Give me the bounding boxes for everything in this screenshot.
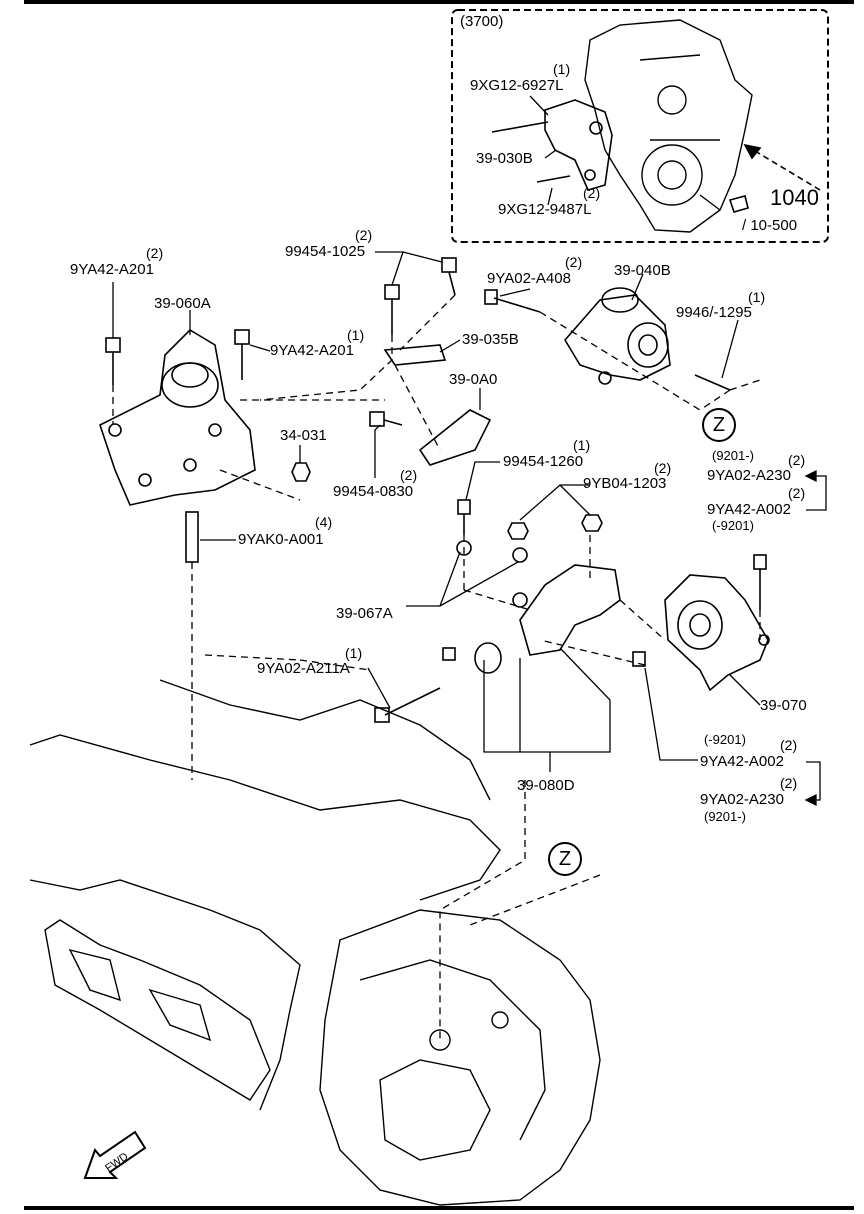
fwd-arrow-icon: FWD	[83, 1130, 147, 1179]
callout-label[interactable]: 9YB04-1203	[583, 475, 667, 492]
callout-label[interactable]: 99454-1025	[285, 243, 366, 260]
callout-qty: (1)	[347, 327, 365, 343]
marker-z-lower: Z	[548, 842, 582, 876]
callout-qty: (4)	[315, 514, 333, 530]
callout-label[interactable]: 34-031	[280, 427, 327, 444]
engine-cover-drawing	[584, 19, 753, 233]
callout-label[interactable]: 39-080D	[517, 777, 575, 794]
ref-number[interactable]: 1040	[770, 185, 819, 210]
callout-qty: (1)	[553, 61, 571, 77]
marker-z-upper: Z	[702, 408, 736, 442]
callout-qty: (2)	[780, 775, 798, 791]
callout-label[interactable]: 39-060A	[154, 295, 211, 312]
leader-lines	[112, 95, 827, 807]
callout-qty: (2)	[788, 485, 806, 501]
callout-label[interactable]: 99454-0830	[333, 483, 414, 500]
callout-label[interactable]: 9XG12-9487L	[498, 201, 592, 218]
callout-qty: (2)	[654, 460, 672, 476]
bottom-border	[24, 1206, 854, 1210]
mount-39-070-drawing	[632, 554, 770, 692]
callout-qty: (1)	[345, 645, 363, 661]
bracket-39-0a0-drawing	[418, 409, 492, 466]
callout-qty: (2)	[780, 737, 798, 753]
callout-label[interactable]: 39-030B	[476, 150, 533, 167]
callout-label[interactable]: 9YA42-A201	[270, 342, 354, 359]
callout-label[interactable]: 9YA02-A230	[700, 791, 784, 808]
callout-note: (-9201)	[704, 732, 746, 747]
callout-label[interactable]: 39-035B	[462, 331, 519, 348]
top-border	[24, 0, 854, 4]
bracket-39-030b-drawing	[491, 99, 613, 191]
callout-qty: (2)	[583, 185, 601, 201]
callout-label[interactable]: 9YA02-A211A	[257, 660, 350, 677]
callout-label[interactable]: 9XG12-6927L	[470, 77, 564, 94]
callout-label[interactable]: 99454-1260	[503, 453, 584, 470]
inset-frame	[451, 9, 829, 243]
callout-label[interactable]: 9946/-1295	[676, 304, 752, 321]
callout-label[interactable]: 9YAK0-A001	[238, 531, 324, 548]
callout-label[interactable]: 9YA02-A230	[707, 467, 791, 484]
engine-transmission-drawing	[29, 679, 601, 1206]
callout-label[interactable]: 39-040B	[614, 262, 671, 279]
callout-label[interactable]: 9YA02-A408	[487, 270, 571, 287]
svg-text:FWD: FWD	[103, 1151, 130, 1175]
callout-label[interactable]: 39-070	[760, 697, 807, 714]
callout-note: (9201-)	[712, 448, 754, 463]
callout-label[interactable]: 39-067A	[336, 605, 393, 622]
ref-page: / 10-500	[742, 217, 798, 234]
callout-qty: (2)	[146, 245, 164, 261]
callout-note: (9201-)	[704, 809, 746, 824]
callout-qty: (2)	[788, 452, 806, 468]
callout-label[interactable]: 9YA42-A002	[700, 753, 784, 770]
callout-label[interactable]: 39-0A0	[449, 371, 498, 388]
callout-qty: (2)	[565, 254, 583, 270]
callout-qty: (1)	[748, 289, 766, 305]
bracket-39-035b-drawing	[383, 344, 447, 366]
inset-group-label: (3700)	[460, 13, 504, 30]
callout-qty: (1)	[573, 437, 591, 453]
callout-qty: (2)	[400, 467, 418, 483]
engine-mount-39-060a-drawing	[99, 328, 256, 506]
callout-note: (-9201)	[712, 518, 754, 533]
callout-label[interactable]: 9YA42-A002	[707, 501, 791, 518]
mount-39-040b-drawing	[484, 287, 731, 391]
bracket-39-080d-drawing	[374, 499, 621, 723]
callout-qty: (2)	[355, 227, 373, 243]
callout-label[interactable]: 9YA42-A201	[70, 261, 154, 278]
assembly-dashed-lines	[112, 294, 761, 1040]
